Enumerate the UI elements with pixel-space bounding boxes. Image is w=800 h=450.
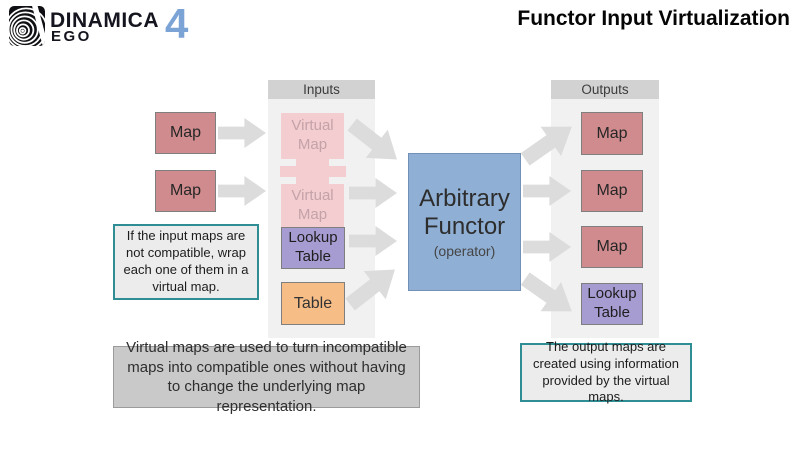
- brand-version-number: 4: [165, 0, 189, 47]
- input-source-map-1: Map: [155, 112, 216, 154]
- output-map-1: Map: [581, 112, 643, 155]
- page-title: Functor Input Virtualization: [517, 7, 790, 30]
- functor-subtitle: (operator): [433, 243, 496, 260]
- output-lookup-table: Lookup Table: [581, 283, 643, 325]
- functor-title-line1: Arbitrary: [419, 184, 510, 212]
- inputs-column-header: Inputs: [268, 80, 375, 99]
- functor-title-line2: Functor: [423, 213, 506, 240]
- output-map-3: Map: [581, 226, 643, 268]
- output-maps-note: The output maps are created using inform…: [520, 339, 692, 404]
- arrow-map1-to-virtualmap1-icon: [218, 117, 266, 149]
- input-compatibility-note: If the input maps are not compatible, wr…: [113, 224, 259, 300]
- arrow-map2-to-virtualmap2-icon: [218, 175, 266, 207]
- virtual-map-summary-note: Virtual maps are used to turn incompatib…: [113, 339, 420, 415]
- virtual-map-connector-crossbar: [280, 166, 346, 177]
- virtual-map-2: Virtual Map: [281, 184, 344, 228]
- brand-name: DINAMICA: [50, 9, 159, 32]
- input-source-map-2: Map: [155, 170, 216, 212]
- arbitrary-functor-box: Arbitrary Functor (operator): [408, 153, 521, 291]
- output-map-2: Map: [581, 170, 643, 212]
- virtual-map-1: Virtual Map: [281, 113, 344, 159]
- input-table: Table: [281, 282, 345, 325]
- brand-sub-name: EGO: [51, 28, 92, 45]
- dinamica-ego-logo-icon: [9, 6, 45, 46]
- outputs-column-header: Outputs: [551, 80, 659, 99]
- input-lookup-table: Lookup Table: [281, 227, 345, 269]
